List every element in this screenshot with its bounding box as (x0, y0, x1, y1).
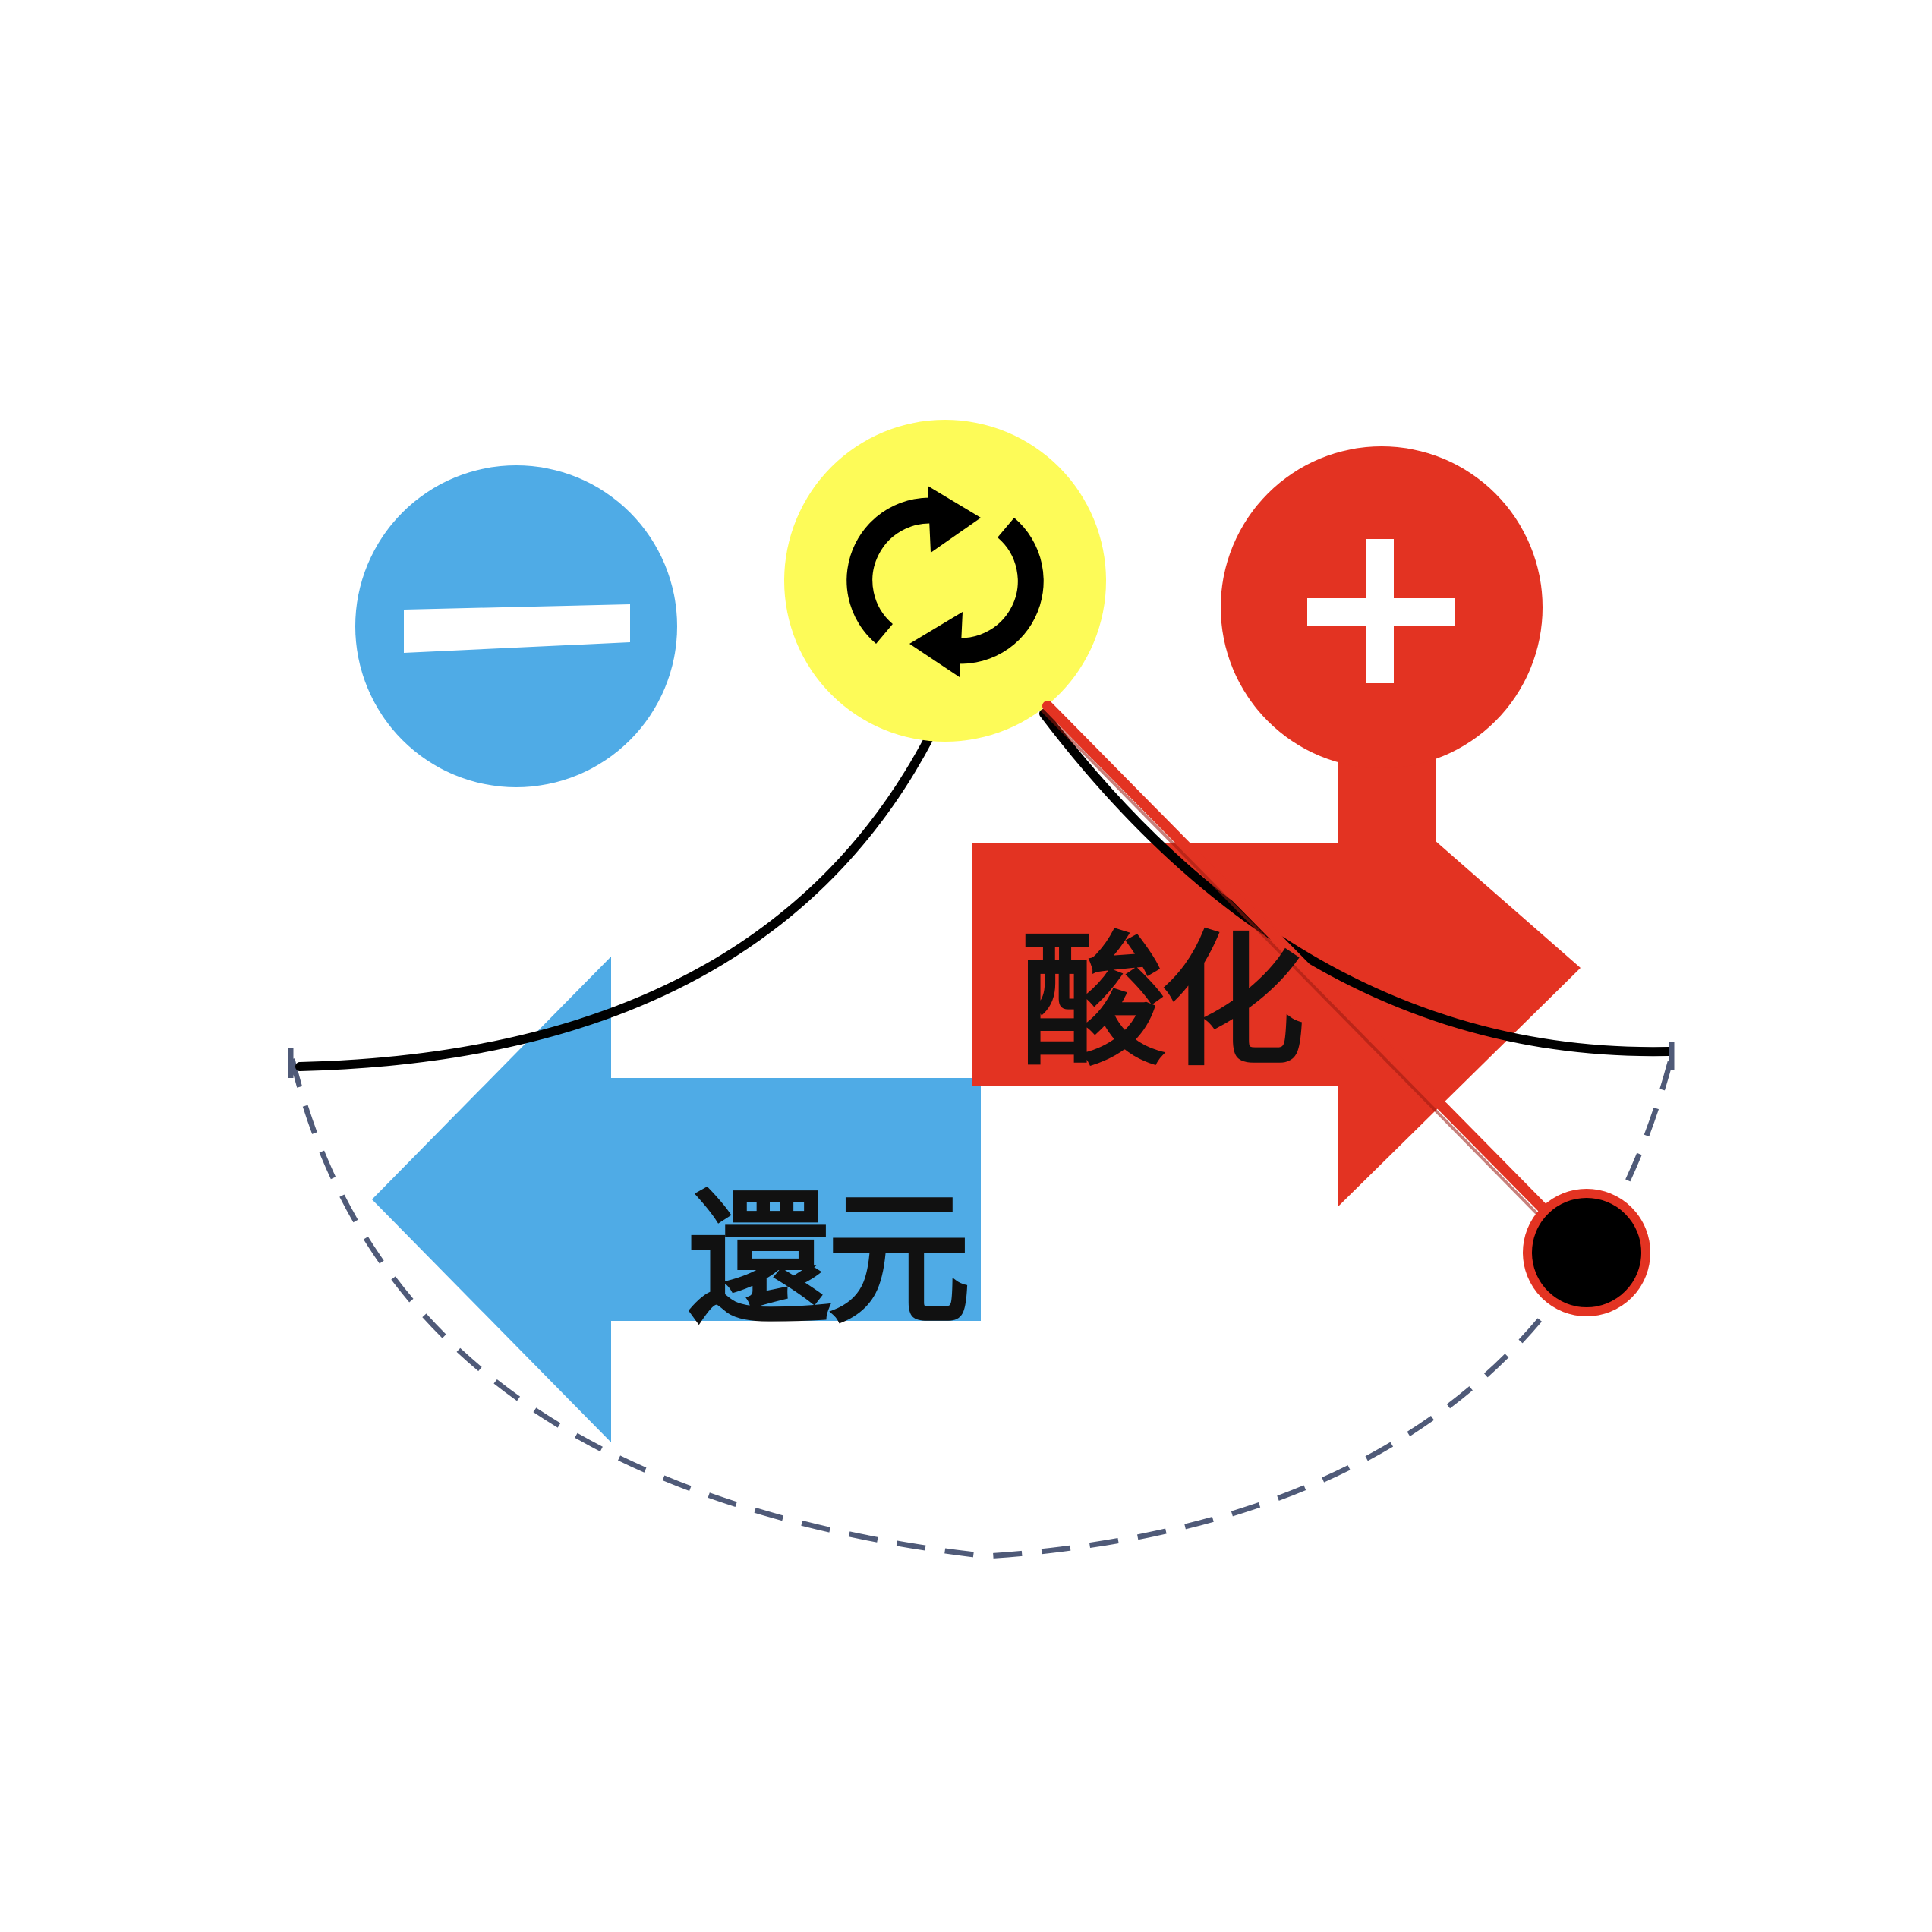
reduction-arrow (372, 957, 981, 1442)
cycle-circle (784, 420, 1106, 742)
oxidation-label: 酸化 (1021, 918, 1302, 1086)
pendulum-needle (1042, 701, 1592, 1258)
gauge-arc-line (295, 732, 934, 1071)
reduction-label: 還元 (687, 1176, 968, 1344)
pendulum-needle-shadow (1040, 708, 1581, 1258)
plus-icon (1307, 539, 1455, 683)
minus-icon (404, 604, 630, 653)
gauge-arc-line-right (1039, 709, 1673, 1057)
refresh-cycle-icon (846, 486, 1044, 677)
pendulum-bob-icon (1523, 1189, 1650, 1316)
